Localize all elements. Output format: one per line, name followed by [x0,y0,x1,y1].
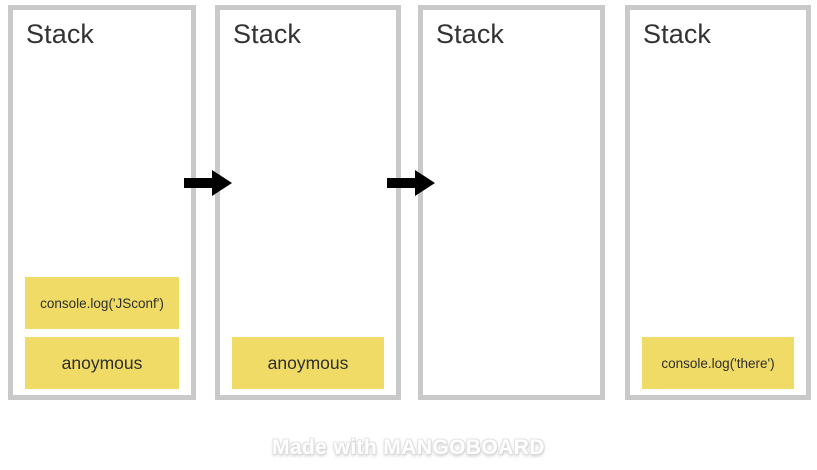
arrow-right-icon [184,168,232,198]
stack-frame: console.log('there') [642,337,794,389]
stack-frames: console.log('there') [630,337,806,389]
panel-title: Stack [26,19,95,49]
stack-frames: console.log('JSconf') anoymous [13,277,191,389]
stack-panel-4: Stack console.log('there') [625,5,811,400]
stack-frame: console.log('JSconf') [25,277,179,329]
stack-panel-1: Stack console.log('JSconf') anoymous [8,5,196,400]
panel-title: Stack [233,19,302,49]
stack-frame: anoymous [25,337,179,389]
watermark-label: Made with MANGOBOARD [272,436,545,459]
panel-title: Stack [436,19,505,49]
stack-panel-2: Stack anoymous [215,5,401,400]
panel-title: Stack [643,19,712,49]
arrow-right-icon [387,168,435,198]
stack-panel-3: Stack [418,5,605,400]
stack-frame: anoymous [232,337,384,389]
stack-frames: anoymous [220,337,396,389]
